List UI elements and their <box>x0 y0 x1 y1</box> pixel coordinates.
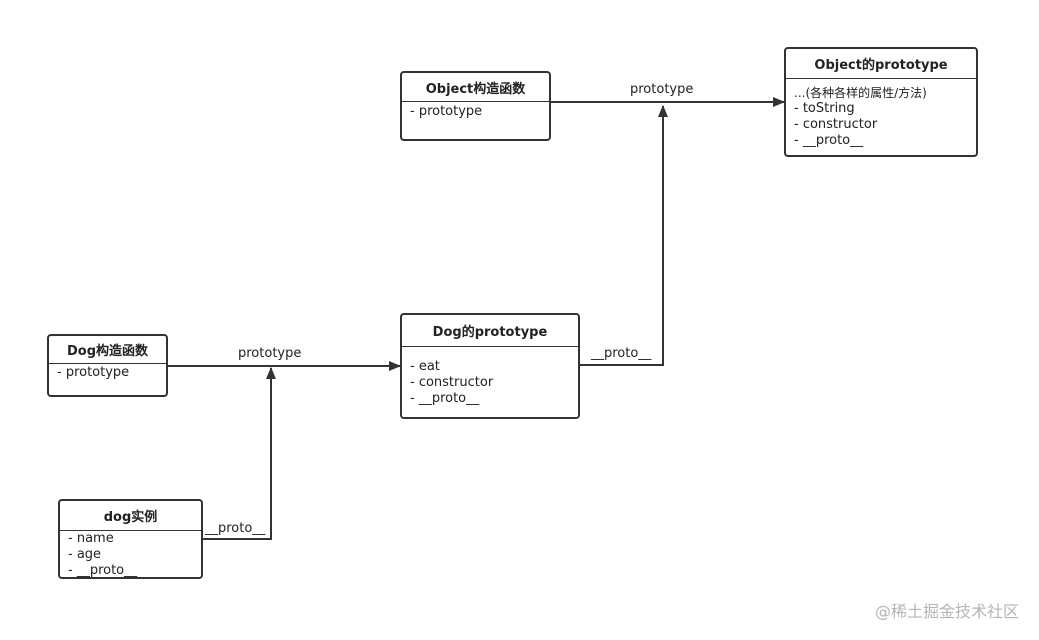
edge-label-dog-instance-proto: __proto__ <box>205 521 266 536</box>
node-items: - name - age - __proto__ <box>60 531 201 581</box>
node-items: - prototype <box>49 364 166 383</box>
node-title: Dog构造函数 <box>49 336 166 364</box>
node-title: Object的prototype <box>786 49 976 79</box>
node-item: - constructor <box>794 117 878 132</box>
node-item: - prototype <box>57 365 130 380</box>
node-item: - age <box>68 547 102 562</box>
node-item: ...(各种各样的属性/方法) <box>794 86 927 100</box>
node-item: - constructor <box>410 375 494 390</box>
node-items: - prototype <box>402 102 549 122</box>
node-item: - __proto__ <box>410 391 480 406</box>
dog-constructor-node: Dog构造函数 - prototype <box>47 334 168 397</box>
node-item: - prototype <box>410 104 483 119</box>
object-prototype-node: Object的prototype ...(各种各样的属性/方法) - toStr… <box>784 47 978 157</box>
edge-label-object-prototype: prototype <box>630 82 694 97</box>
edge-label-dog-prototype-proto: __proto__ <box>591 346 652 361</box>
node-items: - eat - constructor - __proto__ <box>402 347 578 409</box>
watermark-text: @稀土掘金技术社区 <box>874 602 1019 621</box>
node-item: - toString <box>794 101 855 116</box>
node-title: dog实例 <box>60 501 201 531</box>
edge-label-dog-prototype: prototype <box>238 346 302 361</box>
node-title: Object构造函数 <box>402 73 549 102</box>
edge-dog-prototype-proto <box>579 105 668 366</box>
node-title: Dog的prototype <box>402 315 578 347</box>
dog-prototype-node: Dog的prototype - eat - constructor - __pr… <box>400 313 580 419</box>
dog-instance-node: dog实例 - name - age - __proto__ <box>58 499 203 579</box>
object-constructor-node: Object构造函数 - prototype <box>400 71 551 141</box>
node-items: ...(各种各样的属性/方法) - toString - constructor… <box>786 79 976 151</box>
edge-dog-instance-proto <box>202 367 276 540</box>
node-item: - name <box>68 531 114 546</box>
node-item: - eat <box>410 359 440 374</box>
node-item: - __proto__ <box>794 133 864 148</box>
node-item: - __proto__ <box>68 563 138 578</box>
